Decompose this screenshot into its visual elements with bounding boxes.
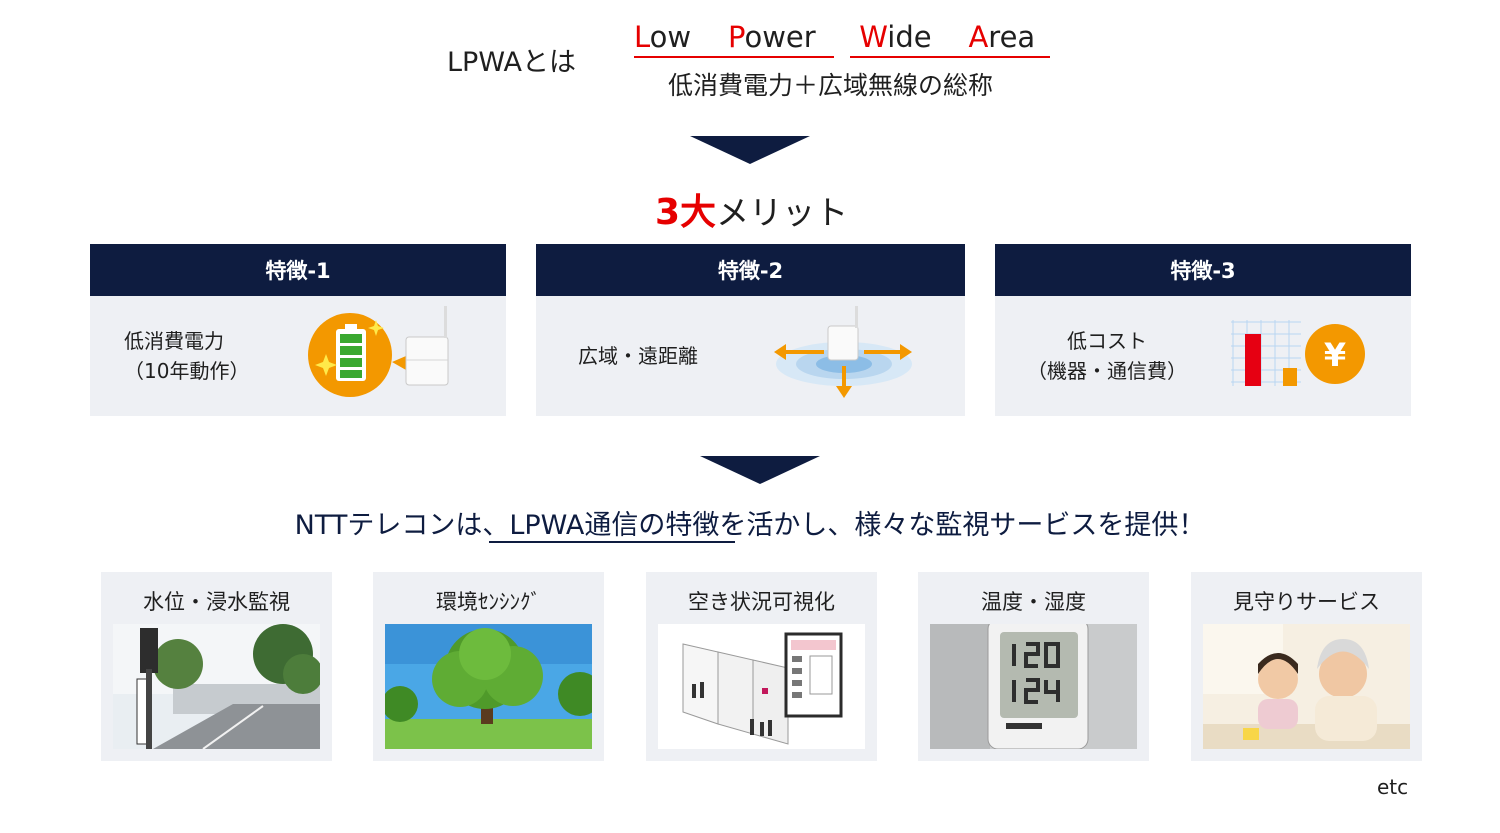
etc-note: etc [1377,775,1409,799]
service-label: 見守りサービス [1233,590,1380,614]
service-tile-watching: 見守りサービス [1191,572,1422,761]
service-label: 水位・浸水監視 [143,590,290,614]
feature-card-2: 特徴-2 広域・遠距離 [536,244,965,416]
wide-area-signal-icon [774,306,912,398]
cost-yen-chart-icon: ¥ [1231,320,1365,386]
acronym-letter: L [634,20,650,54]
merit-title-text: メリット [716,193,849,232]
service-label: 温度・湿度 [981,590,1086,614]
acronym-letter: A [968,20,989,54]
acronym-rest: rea [988,20,1036,54]
feature-line: 広域・遠距離 [578,344,698,368]
digital-thermo-hygrometer-photo [930,624,1137,749]
restroom-vacancy-display-illustration [658,624,865,749]
message-underline [489,541,735,543]
acronym-wide-area: Wide Area [850,20,1050,54]
feature-header: 特徴-3 [995,244,1411,296]
road-water-level-sign-photo [113,624,320,749]
acronym-rest: ow [649,20,692,54]
battery-device-icon [308,306,449,397]
message-highlight: LPWA通信の特徴 [509,510,720,541]
acronym-underline [634,56,834,58]
svg-text:¥: ¥ [1324,336,1346,374]
feature-line: 低消費電力 [124,329,224,353]
feature-card-1: 特徴-1 低消費電力 （10年動作） [90,244,506,416]
service-message: NTTテレコンは、LPWA通信の特徴を活かし、様々な監視サービスを提供！ [0,503,1500,542]
feature-line: （機器・通信費） [1027,359,1187,383]
acronym-rest: ower [744,20,816,54]
service-tile-water-level: 水位・浸水監視 [101,572,332,761]
acronym-letter: W [859,20,888,54]
down-arrow-icon [700,456,820,484]
feature-header: 特徴-1 [90,244,506,296]
service-label: 空き状況可視化 [688,590,835,614]
feature-text: 低コスト （機器・通信費） [1027,326,1187,386]
grandmother-and-child-photo [1203,624,1410,749]
lpwa-description: 低消費電力＋広域無線の総称 [668,71,994,100]
acronym-rest: ide [887,20,932,54]
merit-title: 3大メリット [655,183,848,235]
feature-card-3: 特徴-3 低コスト （機器・通信費） ¥ [995,244,1411,416]
acronym-underline [850,56,1050,58]
feature-line: 低コスト [1067,329,1147,353]
feature-text: 低消費電力 （10年動作） [124,326,249,386]
acronym-low-power: Low Power [634,20,834,54]
feature-line: （10年動作） [124,359,250,383]
service-tile-environment: 環境ｾﾝｼﾝｸﾞ [373,572,604,761]
down-arrow-icon [690,136,810,164]
lpwa-lead-text: LPWAとは [447,47,577,78]
feature-text: 広域・遠距離 [578,341,698,371]
message-after: を活かし、様々な監視サービスを提供！ [719,510,1206,541]
feature-header: 特徴-2 [536,244,965,296]
acronym-letter: P [728,20,745,54]
message-before: NTTテレコンは、 [294,510,510,541]
large-tree-photo [385,624,592,749]
merit-title-number: 3大 [655,192,717,233]
service-label: 環境ｾﾝｼﾝｸﾞ [436,590,541,614]
service-tile-temperature: 温度・湿度 [918,572,1149,761]
service-tile-vacancy: 空き状況可視化 [646,572,877,761]
